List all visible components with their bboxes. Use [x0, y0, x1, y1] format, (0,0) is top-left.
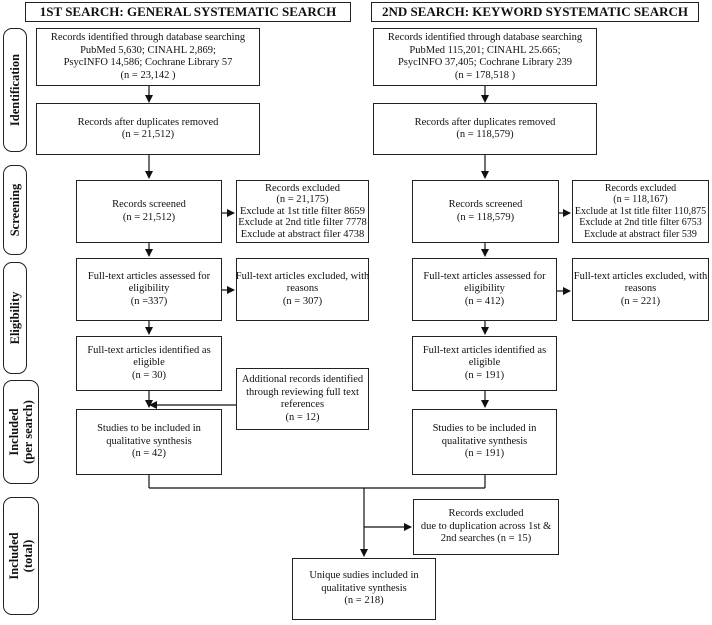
stage-eligibility: Eligibility [3, 262, 27, 374]
left-fulltext-excluded-line2: reasons [286, 283, 319, 295]
right-eligible-box: Full-text articles identified as eligibl… [412, 336, 557, 391]
left-screened-box: Records screened (n = 21,512) [76, 180, 222, 243]
stage-identification-label: Identification [8, 53, 22, 127]
right-dedup-count: (n = 118,579) [456, 129, 514, 140]
right-dedup-box: Records after duplicates removed (n = 11… [373, 103, 597, 155]
left-additional-line2: through reviewing full text [246, 386, 359, 398]
right-fulltext-excluded-line2: reasons [624, 283, 657, 295]
left-fulltext-excluded-count: (n = 307) [282, 295, 323, 307]
left-screened-line1: Records screened [112, 199, 186, 210]
left-additional-line1: Additional records identified [241, 374, 364, 385]
right-identified-count: (n = 178,518 ) [454, 69, 516, 81]
left-screened-count: (n = 21,512) [122, 211, 176, 223]
right-excluded-filter1: Exclude at 1st title filter 110,875 [574, 205, 707, 217]
right-identified-line1: Records identified through database sear… [387, 32, 583, 43]
header-first-search-label: 1ST SEARCH: GENERAL SYSTEMATIC SEARCH [39, 4, 337, 19]
right-fulltext-line2: eligibility [464, 283, 505, 295]
stage-included-per-search: Included (per search) [3, 380, 39, 484]
left-fulltext-line2: eligibility [128, 283, 170, 295]
stage-included-total-label-1: Included [7, 532, 21, 580]
left-fulltext-excluded-box: Full-text articles excluded, with reason… [236, 258, 369, 321]
total-unique-box: Unique sudies included in qualitative sy… [292, 558, 436, 620]
total-unique-count: (n = 218) [344, 595, 384, 607]
left-additional-box: Additional records identified through re… [236, 368, 369, 430]
right-fulltext-excluded-box: Full-text articles excluded, with reason… [572, 258, 709, 321]
left-dedup-box: Records after duplicates removed (n = 21… [36, 103, 260, 155]
left-included-count: (n = 42) [132, 448, 166, 460]
left-identified-line1: Records identified through database sear… [50, 32, 246, 43]
right-screened-box: Records screened (n = 118,579) [412, 180, 559, 243]
left-fulltext-count: (n =337) [130, 295, 168, 307]
left-identified-count: (n = 23,142 ) [120, 69, 176, 81]
right-screened-count: (n = 118,579) [456, 211, 515, 223]
right-fulltext-line1: Full-text articles assessed for [423, 270, 546, 282]
left-fulltext-excluded-line1: Full-text articles excluded, with [235, 270, 370, 282]
left-excluded-filter2: Exclude at 2nd title filter 7778 [238, 217, 367, 229]
left-dedup-line1: Records after duplicates removed [77, 116, 219, 128]
right-fulltext-count: (n = 412) [464, 295, 505, 307]
header-first-search: 1ST SEARCH: GENERAL SYSTEMATIC SEARCH [25, 2, 351, 22]
right-included-count: (n = 191) [464, 448, 505, 460]
total-excluded-line3: 2nd searches (n = 15) [440, 533, 532, 545]
header-second-search: 2ND SEARCH: KEYWORD SYSTEMATIC SEARCH [371, 2, 699, 22]
stage-screening: Screening [3, 165, 27, 255]
left-excluded-filter1: Exclude at 1st title filter 8659 [239, 205, 366, 217]
total-excluded-line1: Records excluded [448, 508, 524, 520]
left-additional-line3: references [280, 399, 325, 410]
stage-identification: Identification [3, 28, 27, 152]
left-dedup-count: (n = 21,512) [121, 129, 175, 140]
left-identified-box: Records identified through database sear… [36, 28, 260, 86]
left-eligible-line2: eligible [133, 357, 165, 369]
left-additional-count: (n = 12) [285, 411, 320, 423]
left-eligible-count: (n = 30) [132, 369, 166, 381]
right-fulltext-excluded-line1: Full-text articles excluded, with [573, 270, 708, 282]
right-screened-line1: Records screened [448, 199, 523, 210]
header-second-search-label: 2ND SEARCH: KEYWORD SYSTEMATIC SEARCH [381, 4, 689, 19]
stage-included-total: Included (total) [3, 497, 39, 615]
right-excluded-filter2: Exclude at 2nd title filter 6753 [579, 217, 702, 229]
total-excluded-box: Records excluded due to duplication acro… [413, 499, 559, 555]
right-dedup-line1: Records after duplicates removed [414, 116, 556, 128]
right-identified-line2: PubMed 115,201; CINAHL 25.665; [409, 44, 561, 56]
left-identified-line3: PsycINFO 14,586; Cochrane Library 57 [63, 57, 233, 68]
left-included-line2: qualitative synthesis [106, 435, 192, 447]
left-fulltext-box: Full-text articles assessed for eligibil… [76, 258, 222, 321]
stage-included-per-search-label-2: (per search) [21, 400, 35, 464]
left-included-line1: Studies to be included in [97, 423, 201, 435]
right-identified-line3: PsycINFO 37,405; Cochrane Library 239 [397, 57, 573, 68]
right-included-line1: Studies to be included in [432, 423, 537, 435]
right-eligible-count: (n = 191) [464, 369, 505, 381]
stage-included-total-label-2: (total) [21, 539, 35, 573]
left-excluded-box: Records excluded (n = 21,175) Exclude at… [236, 180, 369, 243]
right-included-box: Studies to be included in qualitative sy… [412, 409, 557, 475]
total-excluded-line2: due to duplication across 1st & [420, 520, 552, 532]
right-eligible-line1: Full-text articles identified as [422, 344, 547, 356]
right-included-line2: qualitative synthesis [441, 435, 528, 447]
left-eligible-box: Full-text articles identified as eligibl… [76, 336, 222, 391]
left-excluded-filter3: Exclude at abstract filer 4738 [240, 228, 365, 240]
right-eligible-line2: eligible [468, 357, 501, 369]
right-fulltext-box: Full-text articles assessed for eligibil… [412, 258, 557, 321]
total-unique-line2: qualitative synthesis [321, 582, 407, 594]
left-fulltext-line1: Full-text articles assessed for [87, 270, 211, 282]
stage-included-per-search-label-1: Included [7, 408, 21, 456]
stage-screening-label: Screening [8, 183, 22, 237]
right-excluded-box: Records excluded (n = 118,167) Exclude a… [572, 180, 709, 243]
right-fulltext-excluded-count: (n = 221) [620, 295, 661, 307]
left-included-box: Studies to be included in qualitative sy… [76, 409, 222, 475]
right-excluded-line1: Records excluded [604, 182, 677, 194]
total-unique-line1: Unique sudies included in [309, 570, 419, 582]
stage-eligibility-label: Eligibility [8, 291, 22, 345]
left-excluded-count: (n = 21,175) [276, 194, 329, 206]
right-excluded-count: (n = 118,167) [613, 194, 668, 206]
right-identified-box: Records identified through database sear… [373, 28, 597, 86]
left-excluded-line1: Records excluded [265, 182, 340, 194]
left-eligible-line1: Full-text articles identified as [87, 344, 211, 356]
left-identified-line2: PubMed 5,630; CINAHL 2,869; [80, 44, 216, 56]
right-excluded-filter3: Exclude at abstract filer 539 [584, 228, 697, 240]
